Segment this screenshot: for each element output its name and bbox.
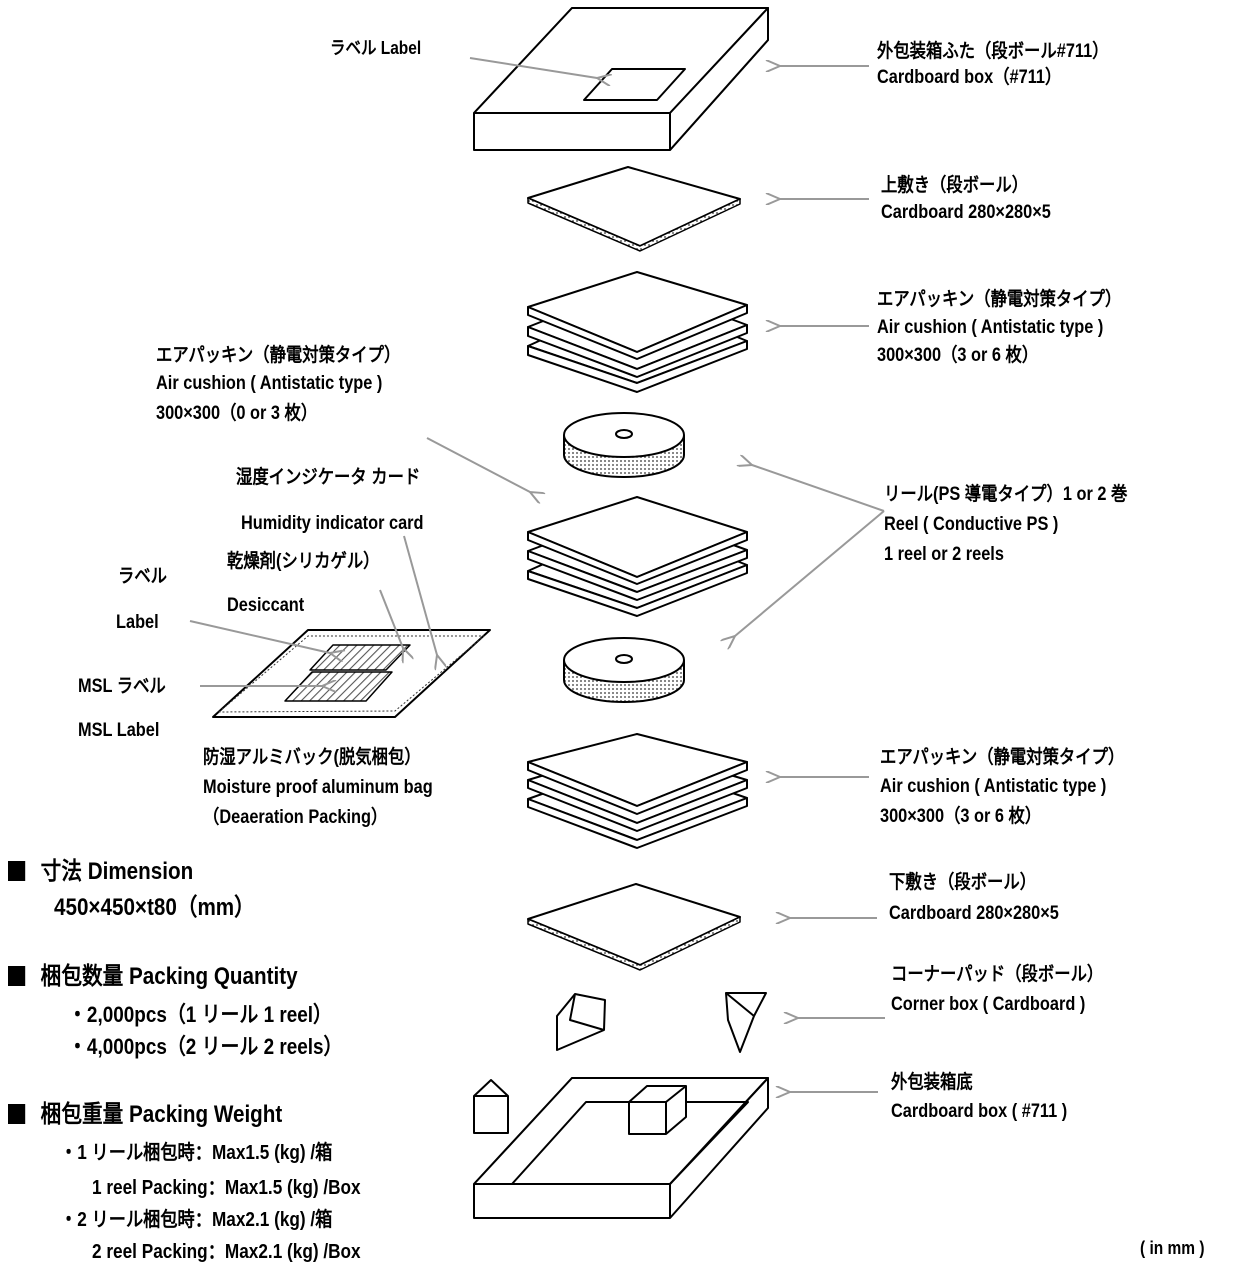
reel-2-drawing (563, 637, 685, 703)
air-cushion-stack-2-drawing (527, 496, 748, 617)
air-right2-jp: エアパッキン（静電対策タイプ） (880, 747, 1125, 768)
bottom-sheet-en: Cardboard 280×280×5 (889, 903, 1059, 924)
box-bottom-en: Cardboard box ( #711 ) (891, 1101, 1068, 1122)
air-right2-qty: 300×300（3 or 6 枚） (880, 806, 1042, 827)
bag-en2: （Deaeration Packing） (203, 807, 388, 828)
quantity-title: 梱包数量 Packing Quantity (8, 962, 298, 992)
top-sheet-jp: 上敷き（段ボール） (881, 175, 1029, 196)
top-cardboard-drawing (527, 166, 741, 252)
box-lid-jp: 外包装箱ふた（段ボール#711） (877, 41, 1109, 62)
reel-jp: リール(PS 導電タイプ）1 or 2 巻 (884, 484, 1128, 505)
label-jp: ラベル (118, 566, 168, 587)
dimension-title: 寸法 Dimension (8, 857, 193, 887)
air-right1-jp: エアパッキン（静電対策タイプ） (877, 289, 1122, 310)
box-bottom-drawing (473, 1077, 769, 1219)
bullet-square-icon (8, 861, 26, 881)
corner-pads-drawing (556, 992, 767, 1053)
reel-qty: 1 reel or 2 reels (884, 544, 1004, 565)
air-cushion-stack-3-drawing (527, 733, 748, 849)
desiccant-jp: 乾燥剤(シリカゲル） (227, 551, 380, 572)
top-sheet-en: Cardboard 280×280×5 (881, 202, 1051, 223)
desiccant-en: Desiccant (227, 595, 305, 616)
bottom-sheet-jp: 下敷き（段ボール） (889, 872, 1037, 893)
msl-jp: MSL ラベル (78, 676, 166, 697)
air-left-qty: 300×300（0 or 3 枚） (156, 403, 318, 424)
box-lid-en: Cardboard box（#711） (877, 67, 1062, 88)
aluminum-bag-drawing (212, 629, 491, 718)
callout-arrows (189, 57, 885, 1092)
reel-1-drawing (563, 412, 685, 478)
air-right1-en: Air cushion ( Antistatic type ) (877, 317, 1104, 338)
air-left-en: Air cushion ( Antistatic type ) (156, 373, 383, 394)
weight-2-jp: ・2 リール梱包時：Max2.1 (kg) /箱 (60, 1209, 333, 1231)
air-right2-en: Air cushion ( Antistatic type ) (880, 776, 1107, 797)
box-lid-drawing (473, 7, 769, 151)
reel-en: Reel ( Conductive PS ) (884, 514, 1059, 535)
msl-en: MSL Label (78, 720, 160, 741)
humidity-jp: 湿度インジケータ カード (236, 467, 421, 488)
quantity-1: ・2,000pcs（1 リール 1 reel） (68, 1002, 332, 1027)
quantity-2: ・4,000pcs（2 リール 2 reels） (68, 1034, 343, 1059)
label-en: Label (116, 612, 159, 633)
air-right1-qty: 300×300（3 or 6 枚） (877, 345, 1039, 366)
corner-en: Corner box ( Cardboard ) (891, 994, 1086, 1015)
weight-1-jp: ・1 リール梱包時：Max1.5 (kg) /箱 (60, 1142, 333, 1164)
weight-1-en: 1 reel Packing：Max1.5 (kg) /Box (92, 1177, 361, 1199)
box-bottom-jp: 外包装箱底 (891, 1072, 973, 1093)
humidity-en: Humidity indicator card (241, 513, 424, 534)
label-top-text: ラベル Label (330, 38, 422, 58)
bullet-square-icon (8, 966, 26, 986)
unit-note: ( in mm ) (1140, 1238, 1205, 1258)
air-cushion-stack-1-drawing (527, 271, 748, 393)
dimension-value: 450×450×t80（mm） (54, 894, 255, 921)
bag-en: Moisture proof aluminum bag (203, 777, 433, 798)
bottom-cardboard-drawing (527, 883, 741, 971)
weight-2-en: 2 reel Packing：Max2.1 (kg) /Box (92, 1241, 361, 1263)
air-left-jp: エアパッキン（静電対策タイプ） (156, 345, 401, 366)
bag-jp: 防湿アルミバック(脱気梱包） (203, 747, 421, 768)
corner-jp: コーナーパッド（段ボール） (891, 964, 1104, 985)
weight-title: 梱包重量 Packing Weight (8, 1100, 282, 1130)
bullet-square-icon (8, 1104, 26, 1124)
